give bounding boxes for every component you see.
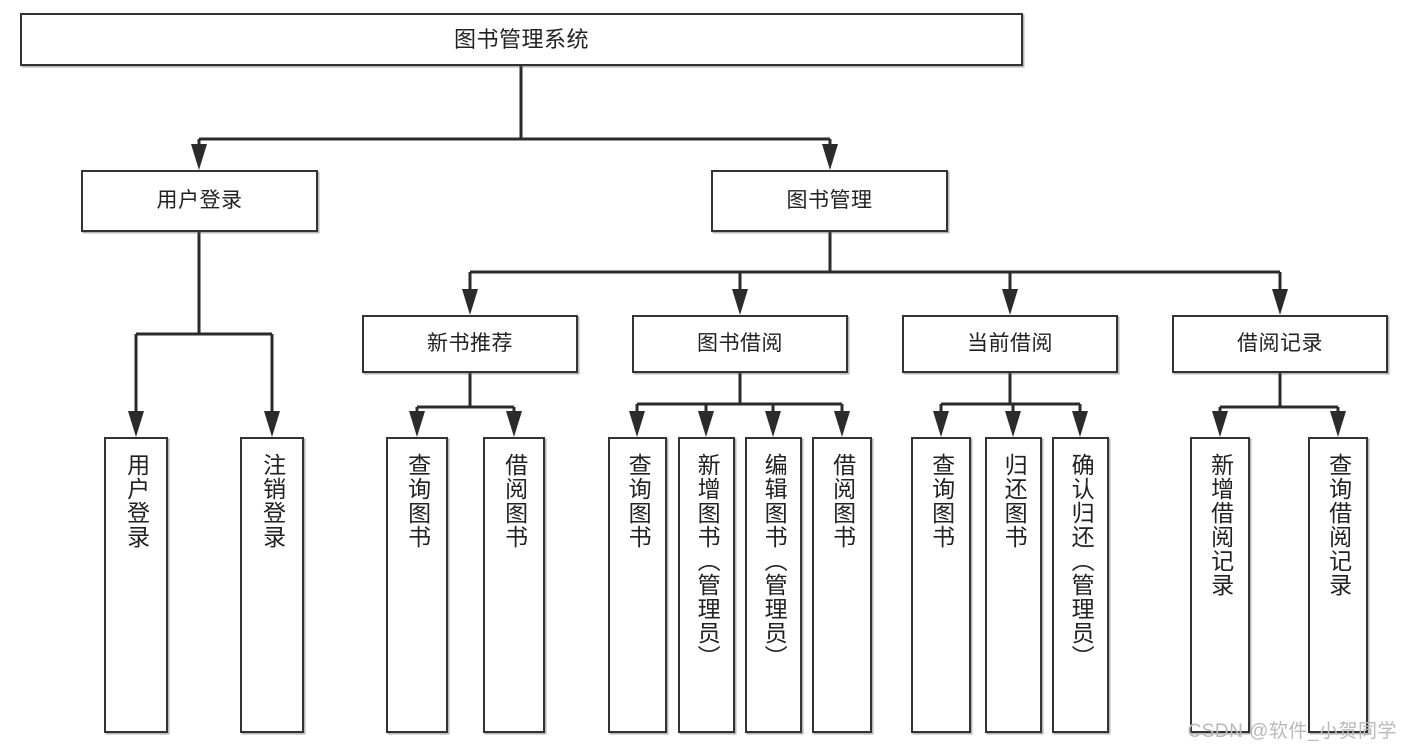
leaf-nbr-borrow-book-label: 借阅图书 [501, 453, 528, 549]
node-book-borrow-label: 图书借阅 [697, 331, 783, 355]
node-new-book-recommend-label: 新书推荐 [427, 331, 513, 355]
arrowhead-bb-leaf-3 [765, 411, 781, 437]
leaf-bb-query-book[interactable]: 查询图书 [608, 437, 667, 733]
node-user-login[interactable]: 用户登录 [81, 170, 318, 232]
leaf-bb-edit-book-admin-label: 编辑图书（管理员） [761, 453, 788, 669]
arrowhead-br-leaf-1 [1212, 411, 1228, 437]
node-current-borrow-label: 当前借阅 [967, 331, 1053, 355]
leaf-bb-add-book-admin-label: 新增图书（管理员） [694, 453, 721, 669]
leaf-bb-borrow-book[interactable]: 借阅图书 [812, 437, 872, 733]
leaf-nbr-query-book[interactable]: 查询图书 [386, 437, 448, 733]
leaf-cb-query-book[interactable]: 查询图书 [911, 437, 971, 733]
leaf-cb-confirm-return-admin-label: 确认归还（管理员） [1068, 453, 1095, 669]
node-borrow-record-label: 借阅记录 [1237, 331, 1323, 355]
node-root[interactable]: 图书管理系统 [20, 13, 1023, 66]
arrowhead-bb-leaf-4 [834, 411, 850, 437]
node-root-label: 图书管理系统 [453, 26, 589, 52]
arrowhead-bb-leaf-1 [629, 411, 645, 437]
arrowhead-nbr-leaf-2 [506, 411, 522, 437]
leaf-logout-label: 注销登录 [259, 453, 286, 549]
leaf-cb-confirm-return-admin[interactable]: 确认归还（管理员） [1052, 437, 1109, 733]
arrowhead-cb-leaf-1 [933, 411, 949, 437]
leaf-nbr-query-book-label: 查询图书 [404, 453, 431, 549]
arrowhead-user-login [191, 144, 207, 170]
leaf-user-login[interactable]: 用户登录 [104, 437, 168, 733]
arrowhead-br-leaf-2 [1330, 411, 1346, 437]
arrowhead-leaf-logout [264, 411, 280, 437]
leaf-user-login-label: 用户登录 [123, 453, 150, 549]
node-book-management-label: 图书管理 [786, 188, 873, 212]
node-new-book-recommend[interactable]: 新书推荐 [362, 315, 578, 373]
leaf-bb-query-book-label: 查询图书 [625, 453, 652, 549]
arrowhead-book-borrow [732, 289, 748, 315]
arrowhead-current-borrow [1002, 289, 1018, 315]
node-user-login-label: 用户登录 [156, 188, 243, 212]
arrowhead-book-manage [822, 144, 838, 170]
leaf-bb-borrow-book-label: 借阅图书 [829, 453, 856, 549]
leaf-br-query-record[interactable]: 查询借阅记录 [1308, 437, 1368, 733]
leaf-cb-query-book-label: 查询图书 [928, 453, 955, 549]
arrowhead-nbr-leaf-1 [409, 411, 425, 437]
arrowhead-cb-leaf-3 [1072, 411, 1088, 437]
leaf-br-add-record-label: 新增借阅记录 [1207, 453, 1234, 597]
arrowhead-new-book-rec [462, 289, 478, 315]
node-book-management[interactable]: 图书管理 [711, 170, 948, 232]
leaf-bb-edit-book-admin[interactable]: 编辑图书（管理员） [745, 437, 802, 733]
arrowhead-cb-leaf-2 [1005, 411, 1021, 437]
leaf-cb-return-book-label: 归还图书 [1001, 453, 1028, 549]
leaf-logout[interactable]: 注销登录 [240, 437, 304, 733]
arrowhead-leaf-user-login [128, 411, 144, 437]
node-borrow-record[interactable]: 借阅记录 [1172, 315, 1388, 373]
leaf-br-query-record-label: 查询借阅记录 [1325, 453, 1352, 597]
csdn-watermark: CSDN @软件_小贺同学 [1187, 721, 1397, 742]
leaf-br-add-record[interactable]: 新增借阅记录 [1190, 437, 1250, 733]
node-current-borrow[interactable]: 当前借阅 [902, 315, 1118, 373]
arrowhead-bb-leaf-2 [698, 411, 714, 437]
leaf-cb-return-book[interactable]: 归还图书 [985, 437, 1042, 733]
arrowhead-borrow-record [1272, 289, 1288, 315]
leaf-nbr-borrow-book[interactable]: 借阅图书 [483, 437, 545, 733]
leaf-bb-add-book-admin[interactable]: 新增图书（管理员） [678, 437, 735, 733]
node-book-borrow[interactable]: 图书借阅 [632, 315, 848, 373]
